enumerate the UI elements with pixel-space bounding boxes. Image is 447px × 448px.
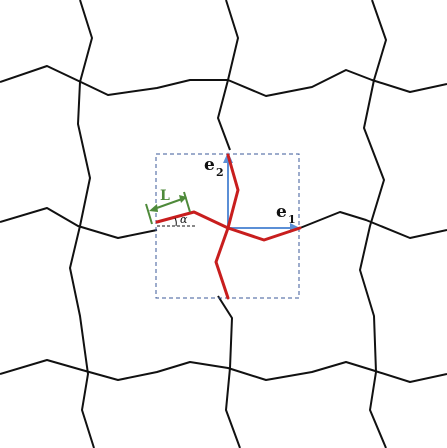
strut-bottom <box>214 226 230 300</box>
e1-label: e <box>276 202 287 222</box>
strut-top <box>226 153 240 230</box>
unit-cell-struts <box>155 153 302 300</box>
lattice-column-right <box>359 0 387 448</box>
lattice-column-middle-lower <box>217 295 241 448</box>
lattice-column-middle-upper <box>217 0 239 151</box>
length-dimension-right-tick <box>183 191 191 213</box>
length-dimension-left-tick <box>145 203 153 225</box>
length-arrowhead-right <box>179 195 187 203</box>
angle-arc <box>174 217 177 227</box>
strut-right <box>226 226 302 242</box>
lattice-row-middle-left <box>0 207 158 239</box>
strut-left <box>155 210 230 230</box>
length-label: L <box>160 188 170 204</box>
e1-subscript: 1 <box>288 213 296 226</box>
length-arrowhead-left <box>149 204 158 212</box>
e2-subscript: 2 <box>216 166 224 179</box>
angle-label: α <box>180 213 188 226</box>
lattice-row-top <box>0 65 447 97</box>
length-dimension <box>145 191 191 225</box>
e2-label: e <box>204 155 215 175</box>
lattice-row-middle-right <box>299 211 447 239</box>
angle-marker <box>157 217 196 227</box>
length-dimension-line <box>153 198 183 210</box>
lattice-column-left <box>69 0 95 448</box>
lattice-row-bottom <box>0 359 447 383</box>
